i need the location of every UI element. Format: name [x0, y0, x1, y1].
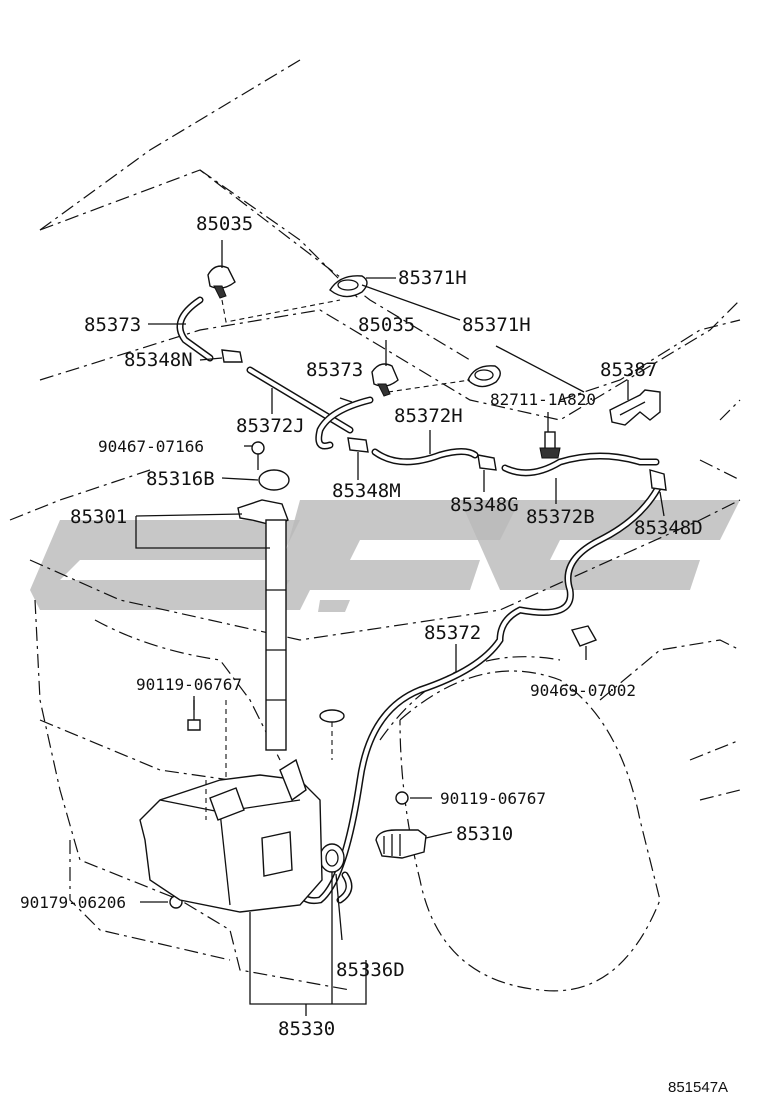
clamp-82711 [539, 431, 561, 459]
label-85348d: 85348D [634, 517, 703, 539]
joint-85348d [649, 469, 667, 491]
label-85387: 85387 [600, 359, 657, 381]
label-85330: 85330 [278, 1018, 335, 1040]
hoses [176, 296, 662, 905]
figure-code: 851547A [668, 1079, 728, 1096]
label-90119-06767-lower: 90119-06767 [440, 789, 546, 808]
label-85372: 85372 [424, 622, 481, 644]
label-90467-07166: 90467-07166 [98, 437, 204, 456]
label-85035-a: 85035 [196, 213, 253, 235]
label-90179-06206: 90179-06206 [20, 893, 126, 912]
label-85373-b: 85373 [306, 359, 363, 381]
vehicle-body-outline [9, 59, 741, 992]
label-85372b: 85372B [526, 506, 595, 528]
label-85348m: 85348M [332, 480, 401, 502]
grommet-90469 [570, 625, 598, 647]
label-85301: 85301 [70, 506, 127, 528]
washer-pump-85310 [375, 829, 427, 859]
label-85348n: 85348N [124, 349, 193, 371]
washer-nozzle-front [207, 265, 236, 299]
grommet-85371h-a [329, 275, 368, 298]
label-85310: 85310 [456, 823, 513, 845]
washer-nozzle-rear [371, 363, 399, 397]
label-85371h-a: 85371H [398, 267, 467, 289]
watermark-logo [30, 500, 740, 612]
label-85316b: 85316B [146, 468, 215, 490]
label-90469-07002: 90469-07002 [530, 681, 636, 700]
label-85373-a: 85373 [84, 314, 141, 336]
label-85372h: 85372H [394, 405, 463, 427]
label-82711-1a820: 82711-1A820 [490, 390, 596, 409]
label-85336d: 85336D [336, 959, 405, 981]
joint-85348n [221, 349, 243, 363]
hose-clip-top [319, 709, 345, 723]
bolt-90119-lower [395, 791, 409, 805]
label-85035-b: 85035 [358, 314, 415, 336]
bolt-90467 [251, 441, 265, 470]
leader-lines [135, 240, 665, 1016]
bracket-85387 [609, 389, 661, 426]
joint-85348m [347, 437, 369, 453]
inlet-85301 [237, 499, 289, 751]
label-85371h-b: 85371H [462, 314, 531, 336]
label-85348g: 85348G [450, 494, 519, 516]
grommet-85371h-b [467, 365, 501, 388]
label-85372j: 85372J [236, 415, 305, 437]
joint-85348g [477, 454, 497, 471]
washer-tank [139, 758, 323, 913]
label-90119-06767-upper: 90119-06767 [136, 675, 242, 694]
grommet-85336d [319, 843, 345, 873]
cap-85316b [258, 469, 290, 491]
part-labels: 85035 85371H 85373 85035 85371H 85348N 8… [20, 213, 728, 1096]
